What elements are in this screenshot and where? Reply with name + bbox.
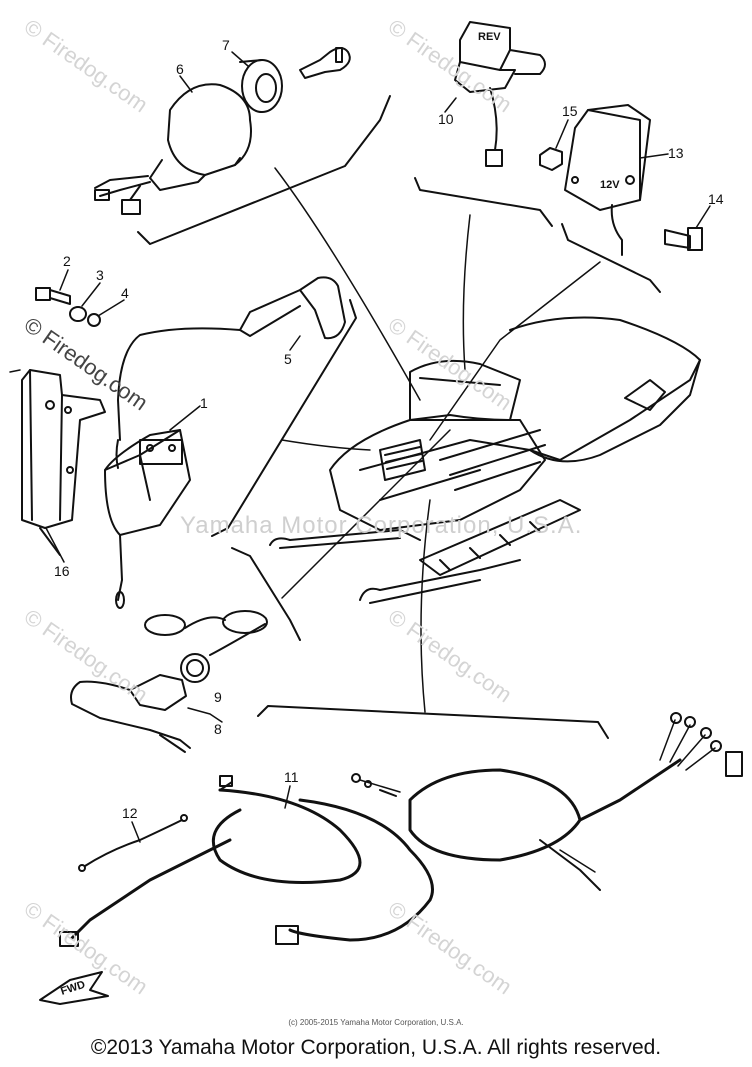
ignition-coil-part-1	[104, 429, 191, 609]
group-bracket-top-right-2	[561, 223, 661, 293]
forward-arrow-icon: FWD	[39, 971, 109, 1005]
leader-line	[420, 499, 431, 713]
leader-line	[274, 167, 421, 401]
group-bracket-top-left	[137, 95, 391, 245]
plug-cap-part-5	[117, 276, 346, 441]
callout-10: 10	[438, 111, 454, 127]
washer-part-4	[87, 313, 101, 327]
callout-leaders	[45, 51, 711, 843]
copyright-footer: ©2013 Yamaha Motor Corporation, U.S.A. A…	[90, 1036, 662, 1059]
bolt-part-2	[35, 287, 71, 305]
regulator-part-13: 12V	[564, 104, 651, 256]
group-bracket-center-left	[211, 299, 357, 537]
callout-7: 7	[222, 37, 230, 53]
group-bracket-bottom	[257, 705, 609, 739]
main-switch-part-6	[94, 83, 252, 215]
bezel-nut-part-7	[239, 59, 283, 113]
leader-line	[429, 261, 601, 441]
bracket-part-16	[21, 369, 106, 556]
switch-part-8	[70, 674, 191, 753]
meter-cable-part-9	[144, 610, 268, 683]
callout-3: 3	[96, 267, 104, 283]
callout-1: 1	[200, 395, 208, 411]
callout-leader-8	[187, 707, 223, 723]
callout-13: 13	[668, 145, 684, 161]
callout-15: 15	[562, 103, 578, 119]
leader-line	[462, 214, 471, 371]
watermark-main: Yamaha Motor Corporation, U.S.A.	[180, 512, 583, 539]
callout-5: 5	[284, 351, 292, 367]
copyright-small: (c) 2005-2015 Yamaha Motor Corporation, …	[288, 1018, 464, 1027]
regulator-label: 12V	[600, 179, 620, 191]
relay-label: REV	[478, 31, 501, 43]
callout-4: 4	[121, 285, 129, 301]
group-bracket-left	[9, 369, 21, 373]
snowmobile-body	[269, 316, 701, 604]
group-bracket-center	[231, 547, 301, 641]
callout-6: 6	[176, 61, 184, 77]
group-bracket-top-right	[414, 177, 553, 227]
nut-part-15	[539, 147, 563, 171]
callout-14: 14	[708, 191, 724, 207]
callout-11: 11	[284, 769, 299, 785]
washer-part-3	[69, 306, 87, 322]
fwd-label: FWD	[59, 979, 87, 998]
callout-8: 8	[214, 721, 222, 737]
callout-16: 16	[54, 563, 70, 579]
callout-12: 12	[122, 805, 138, 821]
leader-line	[281, 429, 451, 599]
bolt-part-14	[664, 227, 703, 251]
relay-part-10: REV	[454, 21, 546, 167]
leader-line	[281, 439, 371, 451]
callout-2: 2	[63, 253, 71, 269]
ignition-key	[299, 47, 351, 79]
wiring-harness-part-11	[59, 712, 743, 947]
callout-9: 9	[214, 689, 222, 705]
